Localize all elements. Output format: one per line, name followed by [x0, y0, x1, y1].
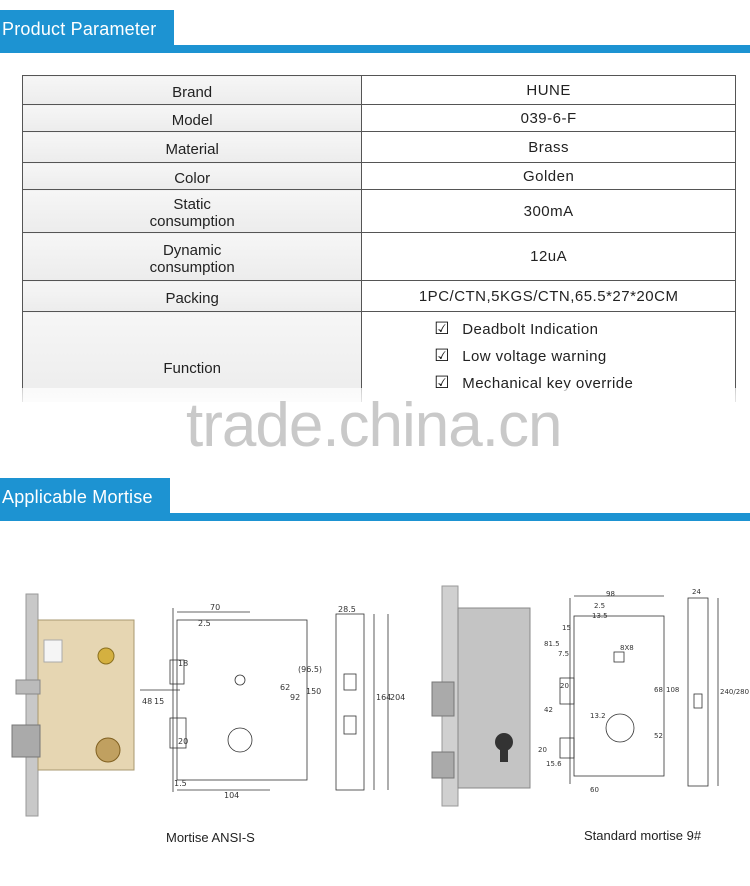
dim-label: 48 [142, 697, 152, 706]
dim-label: 15 [154, 697, 164, 706]
mortise-standard-caption: Standard mortise 9# [584, 828, 702, 843]
dim-label: 60 [590, 786, 599, 794]
table-row: Packing 1PC/CTN,5KGS/CTN,65.5*27*20CM [21, 280, 736, 312]
dim-label: 20 [178, 737, 188, 746]
spec-value: 039-6-F [361, 104, 736, 132]
table-row: Model 039-6-F [21, 104, 736, 132]
mortise-ansi-drawing: 70 2.5 18 48 15 62 92 (96.5) 150 20 1.5 … [140, 603, 322, 800]
mortise-standard-drawing: 98 2.5 13.5 15 81.5 7.5 8X8 20 42 68 108… [538, 590, 679, 794]
dim-label: 2.5 [594, 602, 605, 610]
spec-label: Material [21, 131, 363, 163]
watermark: trade.china.cn [186, 391, 562, 460]
section-title: Product Parameter [0, 10, 174, 46]
function-cell: ☑ Deadbolt Indication ☑ Low voltage warnin… [361, 311, 736, 402]
dim-label: 240/280 [720, 688, 749, 696]
mortise-ansi-faceplate: 28.5 164 204 [335, 605, 405, 791]
spec-value: 300mA [361, 189, 736, 233]
dim-label: 164 [376, 693, 391, 702]
spec-label: Brand [21, 75, 363, 105]
dim-label: 20 [560, 682, 569, 690]
dim-label: 204 [390, 693, 405, 702]
table-row: Brand HUNE [21, 75, 736, 105]
dim-label: 18 [178, 659, 188, 668]
header-rule [0, 513, 750, 521]
dim-label: 28.5 [338, 605, 356, 614]
spec-label: Model [21, 104, 363, 132]
table-row: Color Golden [21, 162, 736, 190]
table-row: Static consumption 300mA [21, 189, 736, 233]
table-row: Dynamic consumption 12uA [21, 232, 736, 281]
header-rule [0, 45, 750, 53]
dim-label: 20 [538, 746, 547, 754]
spec-value: 1PC/CTN,5KGS/CTN,65.5*27*20CM [361, 280, 736, 312]
dim-label: 13.2 [590, 712, 606, 720]
dim-label: 104 [224, 791, 239, 800]
checkbox-checked-icon: ☑ [434, 346, 450, 365]
mortise-ansi-caption: Mortise ANSI-S [166, 830, 255, 845]
dim-label: 81.5 [544, 640, 560, 648]
spec-label: Dynamic consumption [21, 232, 363, 281]
dim-label: 62 [280, 683, 290, 692]
dim-label: 15 [562, 624, 571, 632]
spec-label: Color [21, 162, 363, 190]
table-row: Material Brass [21, 131, 736, 163]
dim-label: 108 [666, 686, 679, 694]
dim-label: 52 [654, 732, 663, 740]
spec-value: HUNE [361, 75, 736, 105]
mortise-ansi-photo [11, 593, 135, 817]
dim-label: 70 [210, 603, 220, 612]
dim-label: 150 [306, 687, 321, 696]
spec-table: Brand HUNE Model 039-6-F Material Brass … [21, 75, 736, 402]
list-item: ☑ Deadbolt Indication [434, 318, 735, 345]
section-title: Applicable Mortise [0, 478, 170, 514]
dim-label: 8X8 [620, 644, 634, 652]
function-label: Function [21, 311, 363, 402]
dim-label: 15.6 [546, 760, 562, 768]
checkbox-checked-icon: ☑ [434, 373, 450, 392]
dim-label: 68 [654, 686, 663, 694]
dim-label: 1.5 [174, 779, 187, 788]
dim-label: 24 [692, 588, 701, 596]
spec-value: Golden [361, 162, 736, 190]
dim-label: 42 [544, 706, 553, 714]
function-list: ☑ Deadbolt Indication ☑ Low voltage warnin… [362, 312, 735, 399]
applicable-mortise-header: Applicable Mortise [0, 478, 750, 521]
table-row: Function ☑ Deadbolt Indication ☑ Low volta… [21, 311, 736, 402]
dim-label: 92 [290, 693, 300, 702]
mortise-standard-photo [431, 585, 531, 807]
list-item: ☑ Low voltage warning [434, 345, 735, 372]
spec-value: 12uA [361, 232, 736, 281]
checkbox-checked-icon: ☑ [434, 319, 450, 338]
dim-label: 7.5 [558, 650, 569, 658]
fade-overlay [0, 388, 750, 460]
spec-label: Packing [21, 280, 363, 312]
spec-label: Static consumption [21, 189, 363, 233]
mortise-standard-faceplate: 24 240/280 [687, 588, 749, 787]
list-item: ☑ Mechanical key override [434, 372, 735, 399]
product-parameter-header: Product Parameter [0, 10, 750, 53]
function-item: Mechanical key override [462, 375, 634, 392]
dim-label: 2.5 [198, 619, 211, 628]
dim-label: 98 [606, 590, 615, 598]
spec-value: Brass [361, 131, 736, 163]
function-item: Deadbolt Indication [462, 321, 599, 338]
function-item: Low voltage warning [462, 348, 607, 365]
dim-label: 13.5 [592, 612, 608, 620]
dim-label: (96.5) [298, 665, 322, 674]
